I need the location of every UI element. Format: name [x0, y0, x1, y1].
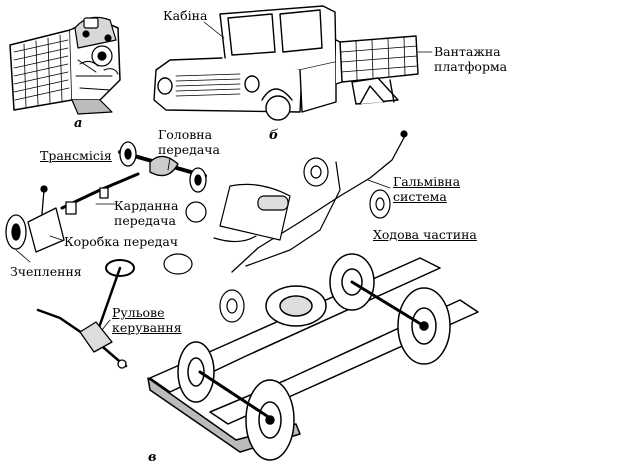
figure-letter-a: а	[74, 116, 83, 131]
label-running-gear: Ходова частина	[373, 227, 477, 242]
label-brakes-line1: Гальмівна	[393, 174, 461, 189]
label-cabin: Кабіна	[163, 8, 208, 23]
brakes-drawing	[163, 130, 408, 323]
label-cargo-line2: платформа	[434, 59, 508, 74]
label-steering-line1: Рульове	[112, 305, 165, 320]
label-final-drive-line2: передача	[158, 142, 220, 157]
figure-letter-c: в	[148, 450, 157, 465]
label-gearbox: Коробка передач	[64, 234, 179, 249]
chassis-drawing	[147, 253, 479, 461]
label-cardan-line2: передача	[114, 213, 176, 228]
label-brakes-line2: система	[393, 189, 447, 204]
truck-drawing	[153, 5, 419, 121]
label-cardan-line1: Карданна	[114, 198, 179, 213]
label-transmission: Трансмісія	[40, 148, 112, 163]
transmission-drawing	[5, 141, 207, 253]
leader-lines	[15, 21, 433, 331]
steering-drawing	[36, 259, 135, 369]
label-clutch: Зчеплення	[10, 264, 82, 279]
engine-drawing	[9, 16, 121, 115]
figure-letter-b: б	[269, 128, 279, 143]
label-final-drive-line1: Головна	[158, 127, 213, 142]
label-cargo-line1: Вантажна	[434, 44, 501, 59]
label-steering-line2: керування	[112, 320, 182, 335]
